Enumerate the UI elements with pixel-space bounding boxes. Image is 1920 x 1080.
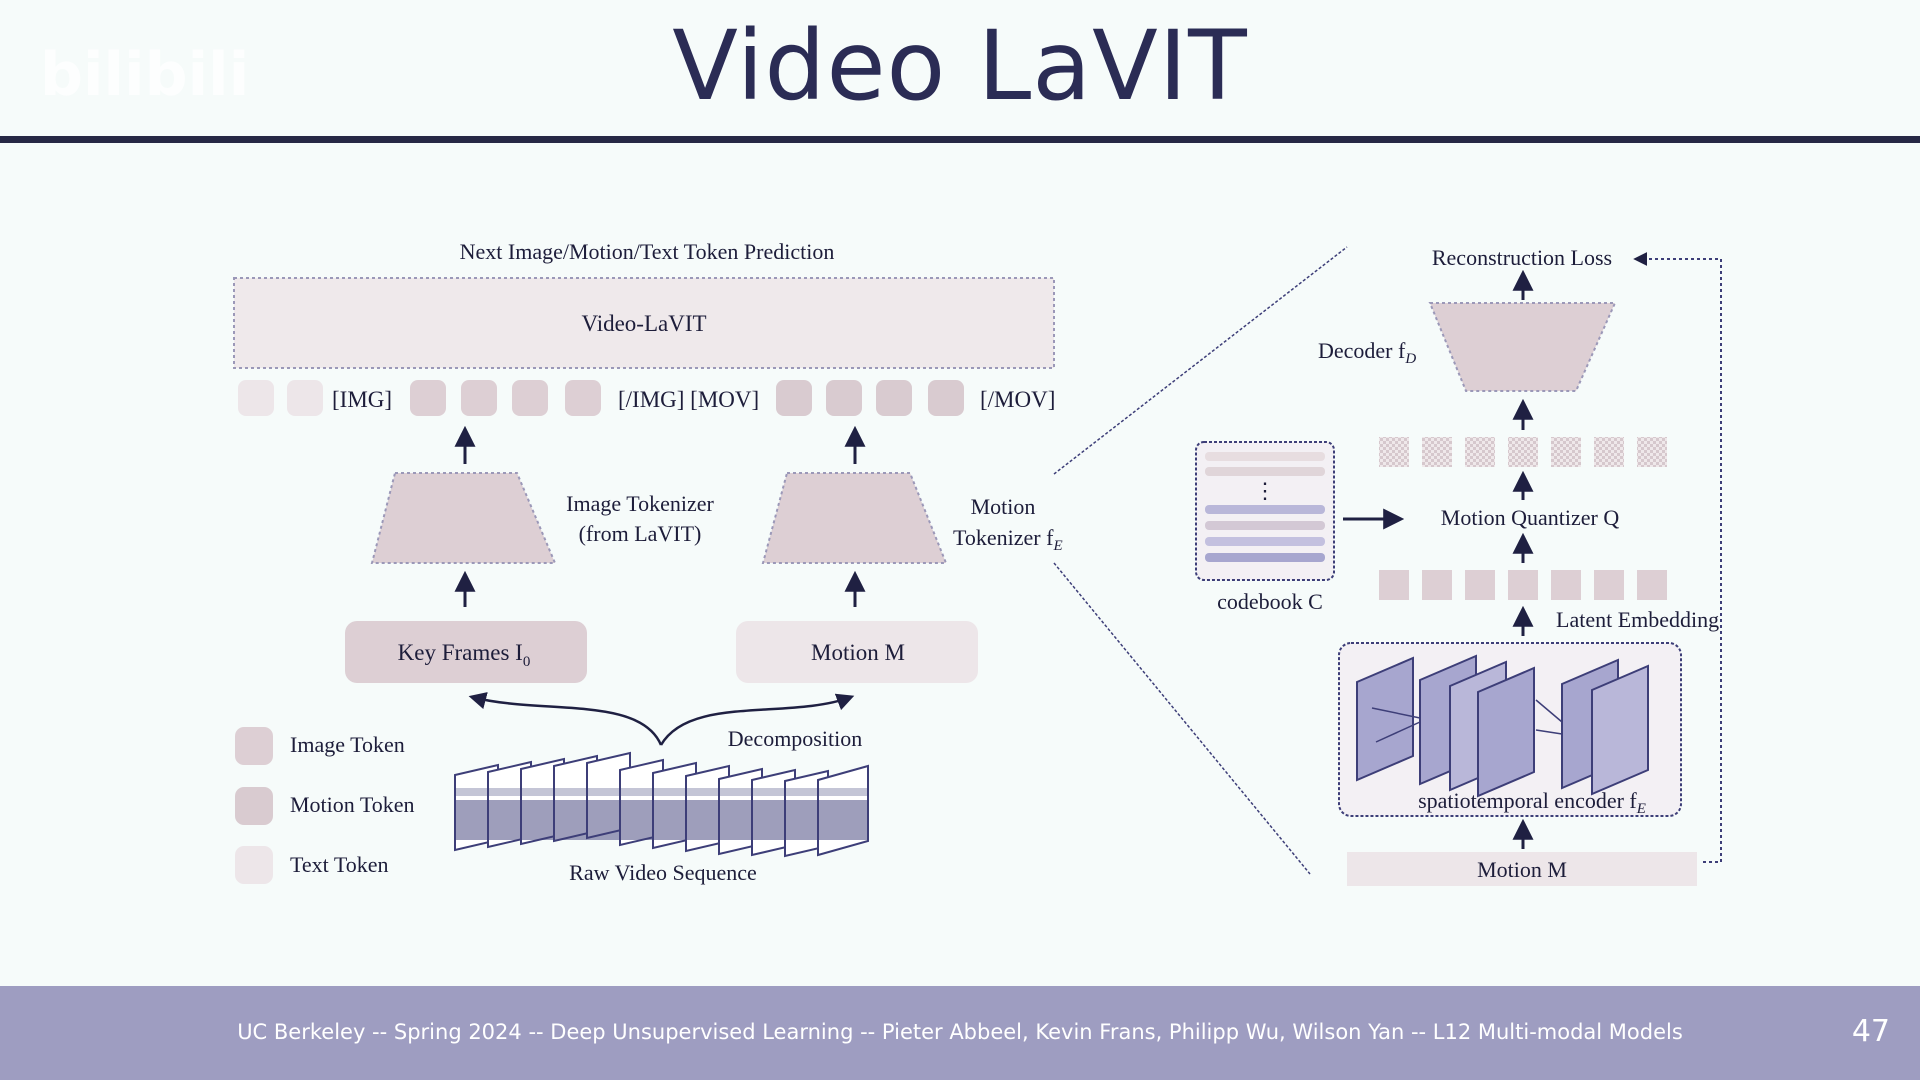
img-close-mov-open-token: [/IMG] [MOV] — [618, 387, 759, 412]
codebook-entry — [1205, 467, 1325, 476]
motion-tokenizer-sublabel-text: Tokenizer f — [953, 525, 1054, 550]
motion-token — [876, 380, 912, 416]
mov-close-token: [/MOV] — [980, 387, 1055, 412]
watermark-logo: bilibili — [40, 40, 250, 110]
text-token — [287, 380, 323, 416]
reconstruction-loss-label: Reconstruction Loss — [1432, 245, 1612, 270]
motion-input-label: Motion M — [811, 640, 905, 665]
motion-input-box — [736, 621, 978, 683]
decoder-label: Decoder fD — [1318, 338, 1416, 367]
key-frames-text: Key Frames I — [398, 640, 523, 665]
decoder-text: Decoder f — [1318, 338, 1406, 363]
img-open-token: [IMG] — [332, 387, 392, 412]
codebook-entry — [1205, 553, 1325, 562]
motion-tokenizer-subscript: E — [1052, 538, 1062, 554]
decomposition-arrow-right — [659, 693, 855, 746]
decoder-subscript: D — [1404, 351, 1416, 367]
encoder-label: spatiotemporal encoder fE — [1418, 788, 1646, 817]
key-frames-label: Key Frames I0 — [398, 640, 531, 670]
codebook-entry — [1205, 452, 1325, 461]
legend-image-swatch — [235, 727, 273, 765]
motion-tokenizer-label: Motion — [971, 494, 1036, 519]
latent-embedding-label: Latent Embedding — [1556, 607, 1719, 632]
codebook-entry — [1205, 505, 1325, 514]
image-tokenizer-shape — [370, 472, 557, 564]
legend-motion-swatch — [235, 787, 273, 825]
motion-bottom-box — [1347, 852, 1697, 886]
prediction-label: Next Image/Motion/Text Token Prediction — [460, 239, 835, 264]
image-token — [512, 380, 548, 416]
motion-token — [776, 380, 812, 416]
slide-title: Video LaVIT — [672, 10, 1248, 122]
image-token — [461, 380, 497, 416]
codebook-entry — [1205, 537, 1325, 546]
raw-video-frames — [454, 751, 869, 858]
quantized-tokens — [1379, 437, 1667, 467]
video-lavit-box — [233, 277, 1055, 369]
motion-bottom-label: Motion M — [1477, 857, 1567, 882]
image-token — [565, 380, 601, 416]
legend-text-swatch — [235, 846, 273, 884]
footer-text: UC Berkeley -- Spring 2024 -- Deep Unsup… — [237, 1020, 1683, 1044]
motion-token — [928, 380, 964, 416]
codebook-label: codebook C — [1217, 589, 1323, 614]
title-divider — [0, 136, 1920, 143]
latent-tokens — [1379, 570, 1667, 600]
decomposition-label: Decomposition — [728, 726, 862, 751]
zoom-line-bottom — [1053, 562, 1311, 875]
motion-token — [826, 380, 862, 416]
decoder-shape — [1428, 302, 1617, 392]
encoder-text: spatiotemporal encoder f — [1418, 788, 1637, 813]
legend-text-label: Text Token — [290, 852, 389, 877]
encoder-feature-maps — [1356, 654, 1649, 798]
codebook-ellipsis: ⋮ — [1254, 478, 1276, 503]
video-lavit-label: Video-LaVIT — [581, 311, 706, 336]
key-frames-subscript: 0 — [523, 654, 531, 670]
legend-image-label: Image Token — [290, 732, 405, 757]
motion-quantizer-label: Motion Quantizer Q — [1441, 505, 1620, 530]
legend-motion-label: Motion Token — [290, 792, 415, 817]
image-token — [410, 380, 446, 416]
key-frames-box — [345, 621, 587, 683]
loss-feedback-arrow — [1633, 252, 1722, 863]
decomposition-arrow-left — [468, 692, 663, 746]
motion-tokenizer-shape — [761, 472, 948, 564]
image-tokenizer-sublabel: (from LaVIT) — [579, 521, 702, 546]
zoom-line-top — [1053, 246, 1348, 475]
encoder-subscript: E — [1636, 801, 1646, 817]
text-token — [238, 380, 274, 416]
page-number: 47 — [1851, 1014, 1890, 1049]
raw-video-label: Raw Video Sequence — [569, 860, 757, 885]
motion-tokenizer-sublabel: Tokenizer fE — [953, 525, 1063, 554]
image-tokenizer-label: Image Tokenizer — [566, 491, 714, 516]
codebook-entry — [1205, 521, 1325, 530]
slide-footer: UC Berkeley -- Spring 2024 -- Deep Unsup… — [0, 986, 1920, 1080]
